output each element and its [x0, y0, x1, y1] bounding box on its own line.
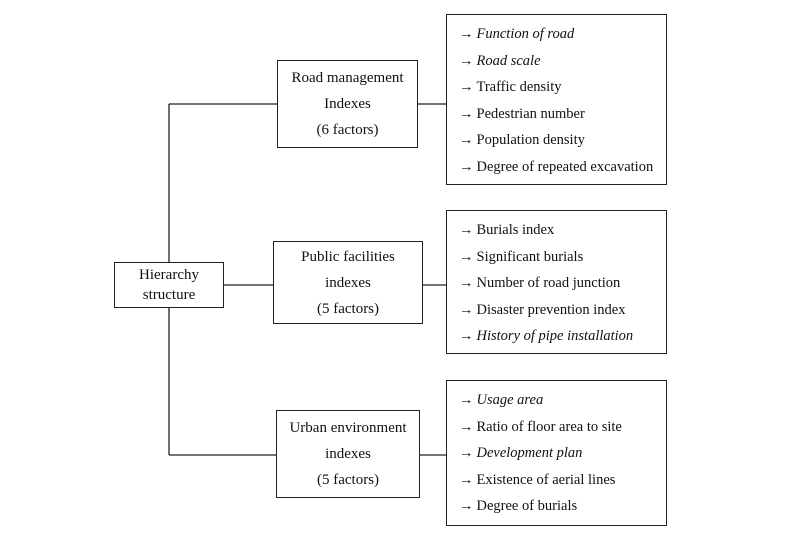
group-line: (6 factors): [316, 122, 379, 138]
factor-label: Population density: [476, 132, 585, 149]
arrow-icon: →: [459, 275, 474, 292]
arrow-icon: →: [459, 79, 474, 96]
road-management-node: Road management Indexes (6 factors): [277, 60, 418, 148]
arrow-icon: →: [459, 471, 474, 488]
arrow-icon: →: [459, 248, 474, 265]
factor-label: Road scale: [476, 52, 541, 69]
group-line: Urban environment: [289, 420, 407, 436]
factor-label: Degree of repeated excavation: [476, 158, 654, 175]
factor-item: →Burials index: [459, 217, 658, 244]
arrow-icon: →: [459, 328, 474, 345]
group-line: (5 factors): [316, 472, 380, 488]
arrow-icon: →: [459, 105, 474, 122]
factor-label: Number of road junction: [476, 275, 621, 292]
group-line: indexes: [325, 446, 371, 462]
factor-label: Significant burials: [476, 248, 584, 265]
factor-label: Disaster prevention index: [476, 301, 626, 318]
factor-label: Pedestrian number: [476, 105, 585, 122]
factor-label: Ratio of floor area to site: [476, 418, 622, 435]
factor-label: Function of road: [476, 26, 575, 42]
factor-item: →Function of road: [459, 21, 658, 48]
factor-item: →Pedestrian number: [459, 101, 658, 128]
factor-item: →Degree of burials: [459, 493, 658, 520]
factor-item: →Existence of aerial lines: [459, 467, 658, 494]
group-line: Public facilities: [301, 248, 395, 265]
group-line: Road management: [291, 70, 404, 86]
arrow-icon: →: [459, 52, 474, 69]
arrow-icon: →: [459, 301, 474, 318]
factor-label: Development plan: [476, 445, 583, 462]
public-facilities-factor-list: →Burials index →Significant burials →Num…: [446, 210, 667, 354]
factor-label: Degree of burials: [476, 498, 578, 515]
arrow-icon: →: [459, 158, 474, 175]
factor-item: →Degree of repeated excavation: [459, 154, 658, 181]
factor-item: →Traffic density: [459, 74, 658, 101]
group-line: indexes: [325, 274, 371, 291]
arrow-icon: →: [459, 418, 474, 435]
factor-item: →Population density: [459, 127, 658, 154]
factor-item: →Development plan: [459, 440, 658, 467]
factor-label: History of pipe installation: [476, 328, 634, 345]
arrow-icon: →: [459, 498, 474, 515]
public-facilities-node: Public facilities indexes (5 factors): [273, 241, 423, 324]
factor-label: Traffic density: [476, 79, 562, 96]
root-node: Hierarchy structure: [114, 262, 224, 308]
group-line: Indexes: [324, 96, 371, 112]
factor-item: →Significant burials: [459, 244, 658, 271]
arrow-icon: →: [459, 26, 474, 42]
group-line: (5 factors): [316, 300, 380, 317]
arrow-icon: →: [459, 222, 474, 238]
factor-item: →Number of road junction: [459, 270, 658, 297]
root-line-1: Hierarchy: [139, 267, 199, 283]
urban-environment-node: Urban environment indexes (5 factors): [276, 410, 420, 498]
factor-item: →Usage area: [459, 387, 658, 414]
factor-label: Burials index: [476, 222, 555, 238]
arrow-icon: →: [459, 445, 474, 462]
arrow-icon: →: [459, 132, 474, 149]
factor-item: →Disaster prevention index: [459, 297, 658, 324]
arrow-icon: →: [459, 392, 474, 408]
factor-item: →Road scale: [459, 48, 658, 75]
road-management-factor-list: →Function of road →Road scale →Traffic d…: [446, 14, 667, 185]
urban-environment-factor-list: →Usage area →Ratio of floor area to site…: [446, 380, 667, 526]
factor-label: Usage area: [476, 392, 544, 408]
root-line-2: structure: [142, 287, 196, 303]
factor-item: →History of pipe installation: [459, 323, 658, 350]
factor-item: →Ratio of floor area to site: [459, 414, 658, 441]
factor-label: Existence of aerial lines: [476, 471, 616, 488]
